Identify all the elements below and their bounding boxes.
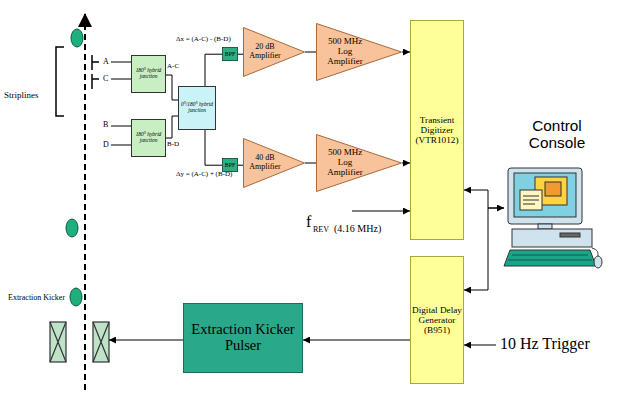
beam-line: [84, 13, 86, 390]
stripline-bracket: [92, 55, 99, 89]
node-text: Extraction Kicker: [8, 294, 65, 303]
beam-bunch: [71, 29, 83, 47]
node-text: Transient Digitizer (VTR1012): [411, 115, 463, 145]
computer-icon: [592, 248, 598, 256]
control-console: Control Console: [504, 118, 610, 270]
beam-bunch: [70, 288, 82, 306]
connector: [402, 52, 410, 53]
node-text: 500 MHz Log Amplifier: [320, 148, 370, 178]
computer-icon: [560, 233, 580, 237]
signal-formula: Δx = (A-C) - (B-D): [176, 36, 231, 44]
trigger-label: 10 Hz Trigger: [500, 335, 590, 353]
connector: [238, 54, 243, 55]
frequency-symbol: f: [306, 213, 311, 231]
pulser-box: Extraction Kicker Pulser: [183, 303, 303, 373]
connector: [205, 130, 222, 165]
node-text: Control Console: [504, 118, 610, 152]
connector: [464, 190, 504, 208]
connector: [305, 163, 316, 164]
stripline-bracket: [56, 47, 64, 116]
computer-icon: [523, 196, 539, 204]
node-text: 20 dB Amplifier: [247, 43, 283, 61]
hybrid-junction: 180° hybrid junction: [131, 55, 166, 93]
connector: [303, 340, 410, 341]
kicker-magnet: [50, 322, 109, 362]
computer-icon: [514, 173, 576, 217]
amplifier-triangle: 40 dB Amplifier: [243, 138, 305, 188]
computer-icon: [538, 224, 552, 229]
hybrid-junction: 180° hybrid junction: [131, 119, 166, 157]
signal-name: B: [103, 121, 108, 130]
part-name: Striplines: [4, 91, 39, 101]
connector: [109, 340, 183, 341]
node-text: Digital Delay Generator (B951): [411, 305, 463, 335]
triangle-outline: [316, 23, 402, 81]
connector: [166, 75, 178, 100]
node-text: BPF: [225, 51, 235, 57]
signal-name: C: [103, 75, 108, 84]
connector: [305, 52, 316, 53]
digitizer-box: Transient Digitizer (VTR1012): [410, 20, 464, 240]
connector: [205, 54, 222, 86]
beam-bunch: [66, 29, 83, 306]
computer-icon: [508, 255, 592, 260]
log-amplifier-triangle: 500 MHz Log Amplifier: [316, 134, 402, 192]
signal-name: A: [103, 58, 109, 67]
signal-wire: [352, 211, 410, 212]
triangle-outline: [316, 134, 402, 192]
connector: [238, 165, 243, 166]
signal-formula: Δy = (A-C) + (B-D): [176, 171, 232, 179]
connector: [402, 163, 410, 164]
beam-line: [85, 13, 86, 390]
computer-icon: [508, 168, 582, 224]
triangle-outline: [244, 28, 305, 77]
edge-label: B-D: [166, 141, 180, 149]
log-amplifier-triangle: 500 MHz Log Amplifier: [316, 23, 402, 81]
computer-icon: [545, 182, 561, 196]
signal-wire: [111, 62, 131, 145]
triangle-outline: [317, 135, 402, 192]
computer-icon: [512, 229, 592, 247]
node-text: 180° hybrid junction: [132, 132, 165, 144]
kicker-group: Extraction Kicker: [8, 294, 109, 362]
computer-icon: [504, 168, 602, 268]
triangle-outline: [244, 139, 305, 188]
node-text: Extraction Kicker Pulser: [184, 322, 302, 354]
kicker-magnet: [50, 322, 109, 362]
node-text: 40 dB Amplifier: [247, 154, 283, 172]
delay-generator-box: Digital Delay Generator (B951): [410, 256, 464, 384]
hybrid-junction: 0°/180° hybrid junction: [178, 86, 216, 130]
connector: [464, 208, 504, 290]
signal-name: D: [103, 141, 109, 150]
connector: [166, 116, 178, 138]
node-text: BPF: [225, 162, 235, 168]
computer-icon: [594, 256, 602, 268]
signal-wire: [464, 345, 496, 346]
bandpass-filter: BPF: [222, 47, 238, 61]
computer-icon: [520, 190, 542, 210]
node-text: 180° hybrid junction: [132, 68, 165, 80]
beam-bunch: [66, 219, 78, 237]
frequency-subscript: REV: [313, 226, 329, 235]
frequency-value: (4.16 MHz): [334, 223, 381, 234]
amplifier-triangle: 20 dB Amplifier: [243, 27, 305, 77]
node-text: 0°/180° hybrid junction: [179, 102, 215, 114]
stripline-bracket: [56, 47, 99, 116]
triangle-outline: [317, 24, 402, 81]
edge-label: A-C: [166, 63, 180, 71]
node-text: 500 MHz Log Amplifier: [320, 37, 370, 67]
computer-icon: [504, 250, 596, 266]
